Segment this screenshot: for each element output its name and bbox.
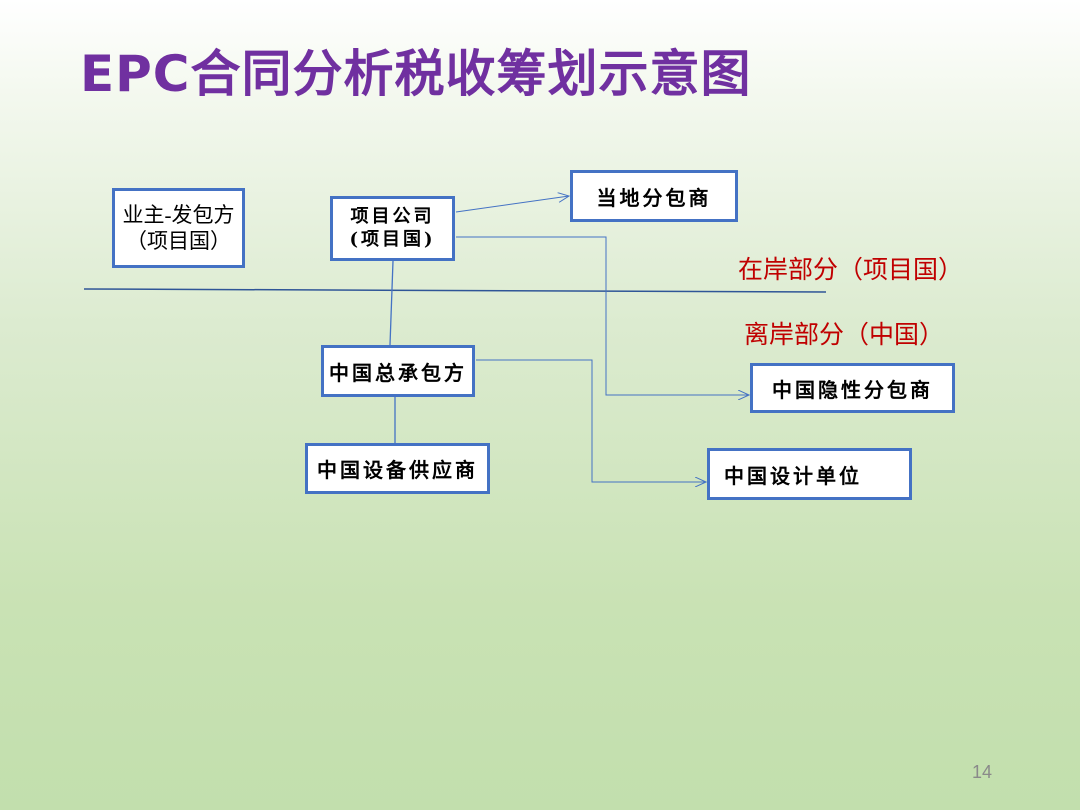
onshore-zone-label: 在岸部分（项目国） <box>738 257 964 284</box>
owner-country-label: （项目国） <box>126 229 231 253</box>
page-number: 14 <box>972 762 993 782</box>
design-unit-box: 中国设计单位 <box>707 448 912 500</box>
project-company-label: 项目公司 <box>350 206 435 227</box>
offshore-zone-label: 离岸部分（中国） <box>744 322 945 349</box>
connector-project-to-gc <box>389 260 394 346</box>
connector-project-to-hidden <box>456 236 749 395</box>
local-subcontractor-box: 当地分包商 <box>570 170 738 222</box>
equipment-supplier-box: 中国设备供应商 <box>305 443 490 494</box>
project-company-box: 项目公司 (项目国) <box>330 196 455 261</box>
connector-project-to-local <box>455 196 569 213</box>
hidden-subcontractor-box: 中国隐性分包商 <box>750 363 955 413</box>
connector-gc-to-design <box>476 359 706 482</box>
onshore-offshore-divider <box>83 288 827 293</box>
project-company-country-label: (项目国) <box>349 228 436 250</box>
owner-label: 业主-发包方 <box>122 202 235 227</box>
owner-employer-box: 业主-发包方 （项目国） <box>112 188 245 268</box>
slide-title: EPC合同分析税收筹划示意图 <box>80 45 752 103</box>
general-contractor-box: 中国总承包方 <box>321 345 475 397</box>
